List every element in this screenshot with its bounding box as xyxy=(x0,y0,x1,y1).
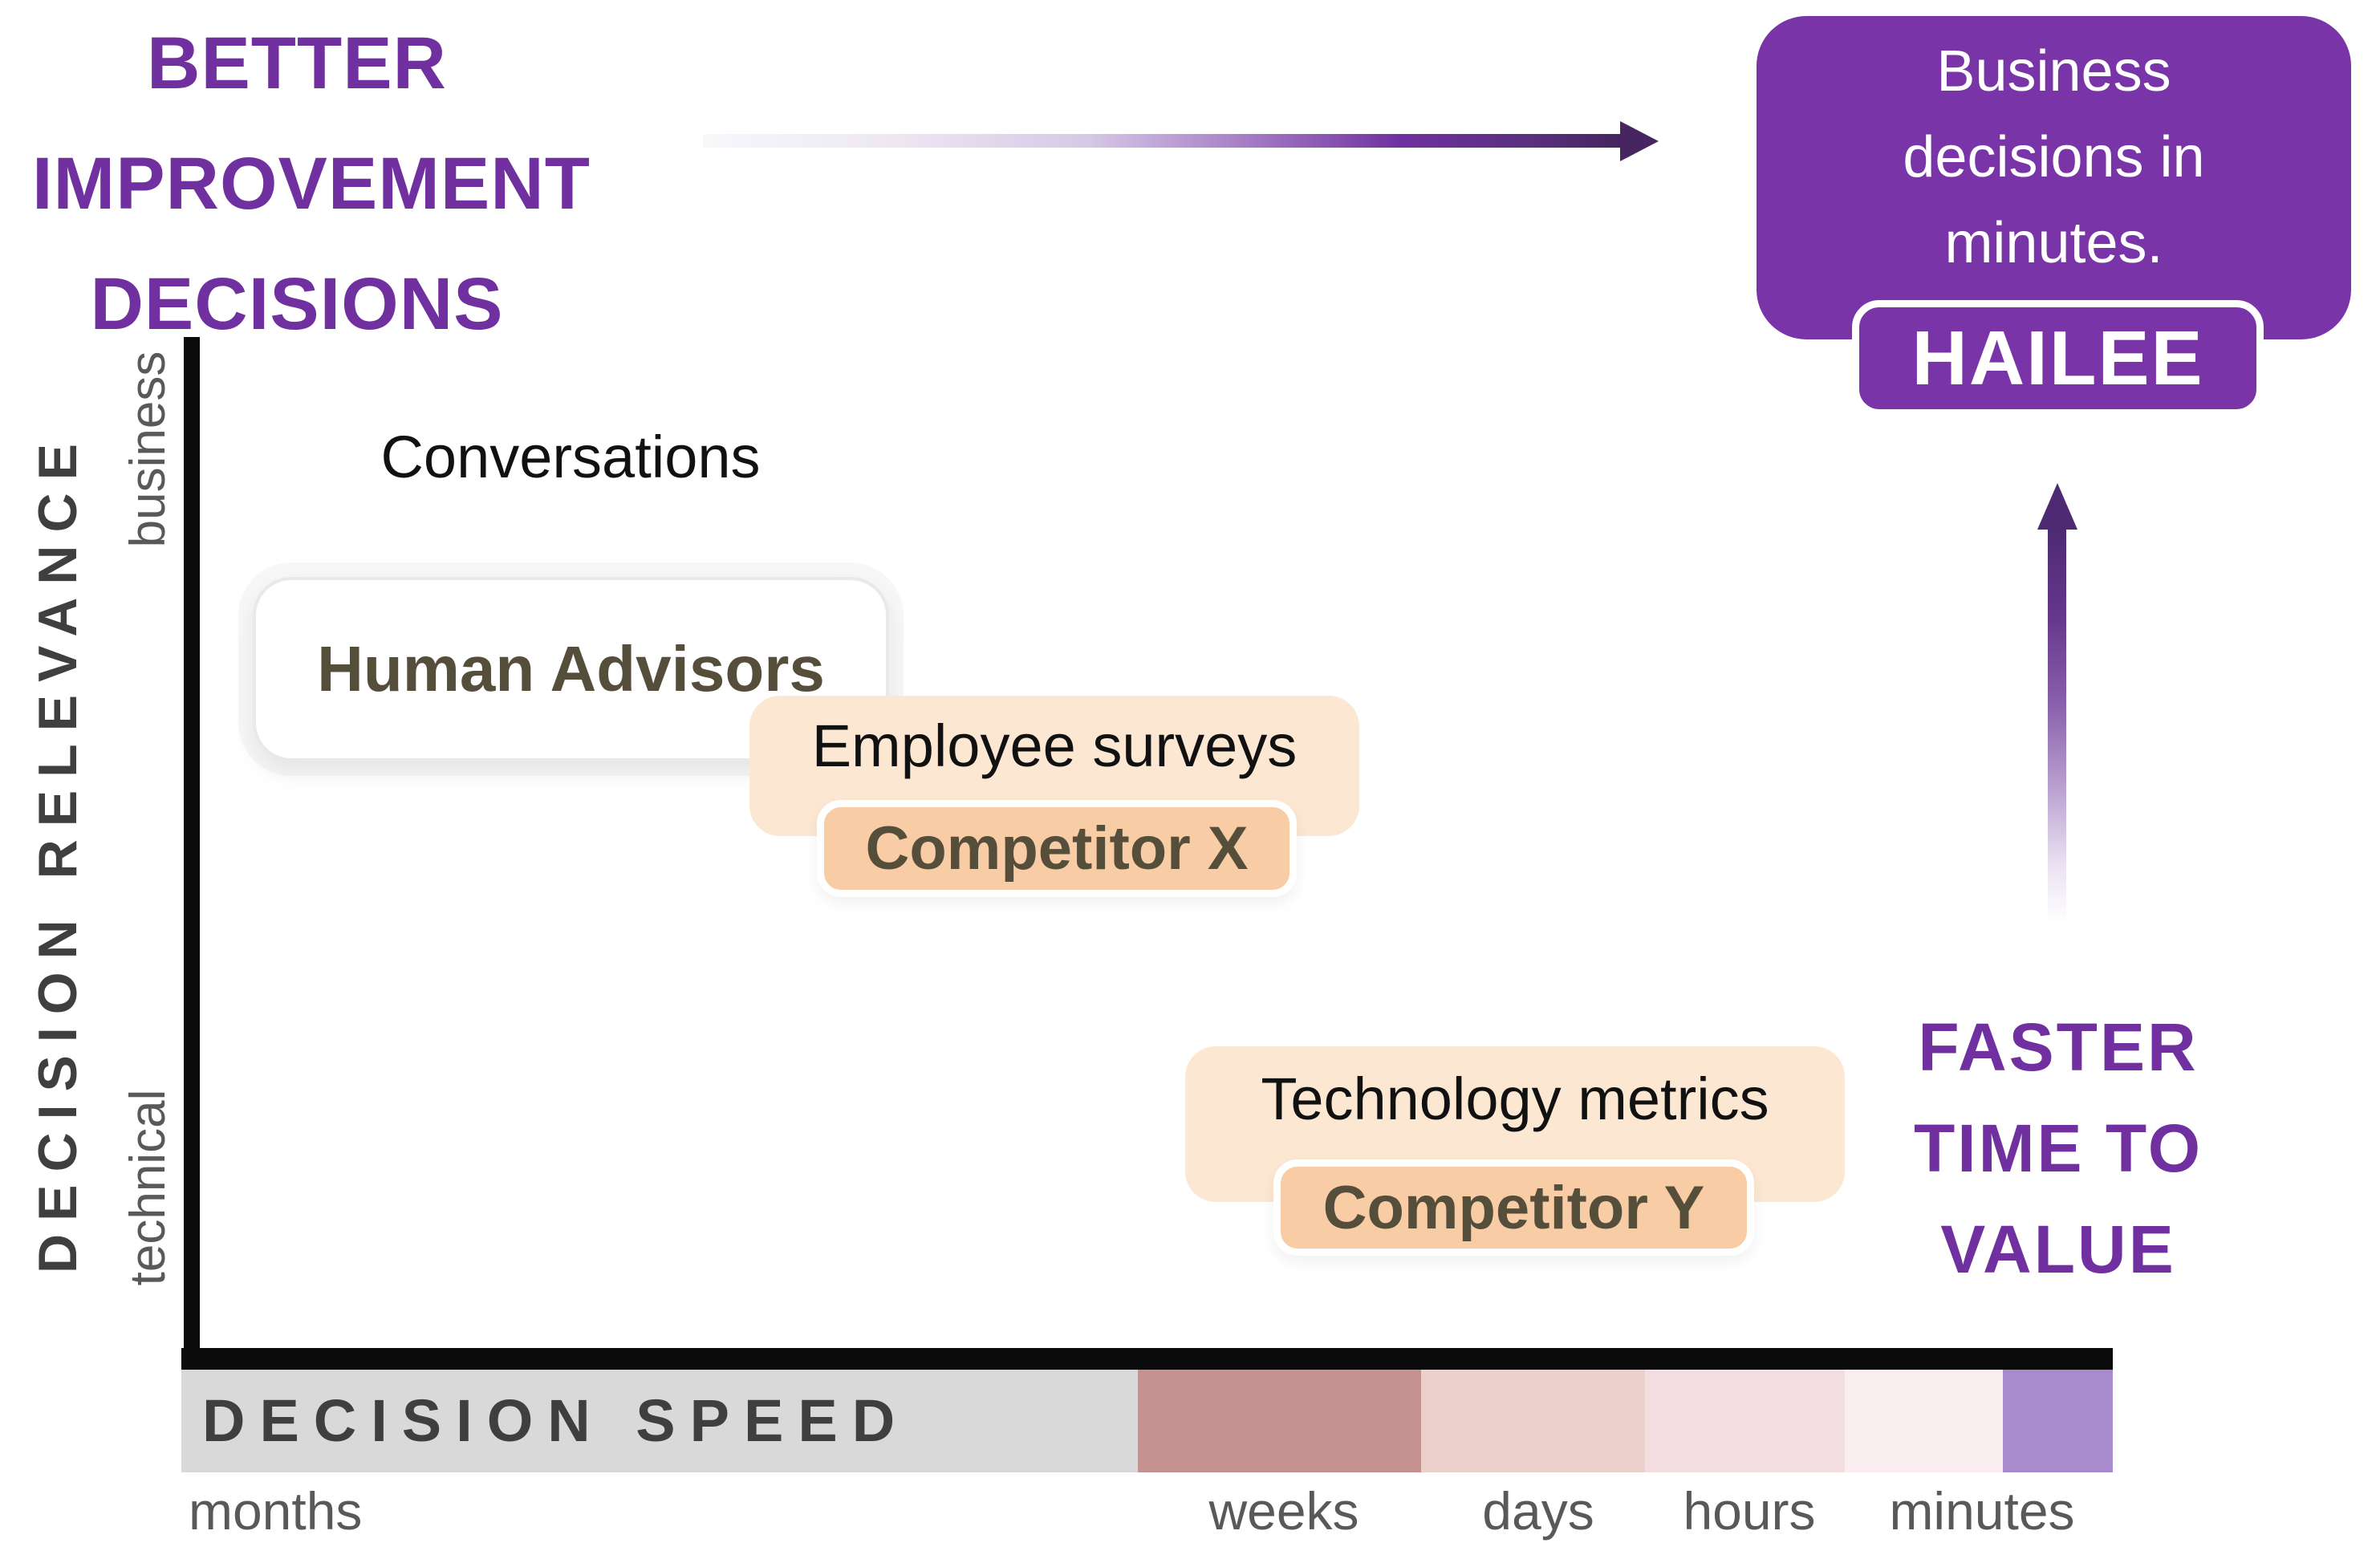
y-axis-title: DECISION RELEVANCE xyxy=(27,431,88,1273)
y-tick-business: business xyxy=(120,351,176,548)
headline-line-2: IMPROVEMENT xyxy=(32,143,591,225)
headline-line-1: BETTER xyxy=(147,22,447,104)
speed-segment-minutes xyxy=(2003,1370,2113,1472)
right-arrow-icon xyxy=(1620,121,1659,161)
x-axis-title: DECISION SPEED xyxy=(202,1387,910,1454)
up-arrow-icon xyxy=(2037,483,2077,530)
competitor-x-chip: Competitor X xyxy=(817,800,1297,897)
speed-segment-months xyxy=(181,1370,1138,1472)
x-tick-weeks: weeks xyxy=(1208,1481,1359,1541)
faster-line-2: TIME TO xyxy=(1913,1111,2203,1186)
hailee-badge: HAILEE xyxy=(1852,300,2264,416)
headline-line-3: DECISIONS xyxy=(90,263,504,345)
x-tick-days: days xyxy=(1482,1481,1594,1541)
speed-segment-weeks xyxy=(1138,1370,1421,1472)
callout-line-1: Business xyxy=(1936,39,2171,104)
faster-line-3: VALUE xyxy=(1940,1212,2176,1287)
x-axis-line xyxy=(181,1348,2113,1370)
callout-line-2: decisions in xyxy=(1903,125,2205,189)
x-tick-hours: hours xyxy=(1683,1481,1816,1541)
y-tick-technical: technical xyxy=(120,1089,176,1286)
competitor-y-chip: Competitor Y xyxy=(1273,1159,1754,1256)
up-gradient-arrow-body xyxy=(2048,528,2066,923)
faster-line-1: FASTER xyxy=(1918,1009,2199,1085)
callout-business-decisions: Business decisions in minutes. xyxy=(1757,16,2351,339)
speed-segment-hours xyxy=(1645,1370,1845,1472)
conversations-label: Conversations xyxy=(380,424,761,490)
x-tick-minutes: minutes xyxy=(1889,1481,2075,1541)
right-gradient-arrow-body xyxy=(703,134,1620,148)
speed-segment-sub-hours xyxy=(1845,1370,2003,1472)
y-axis-line xyxy=(184,337,200,1370)
faster-time-to-value-label: FASTER TIME TO VALUE xyxy=(1862,997,2255,1300)
callout-line-3: minutes. xyxy=(1944,211,2163,275)
x-tick-months: months xyxy=(189,1481,363,1541)
speed-segment-days xyxy=(1421,1370,1645,1472)
headline-better-improvement-decisions: BETTER IMPROVEMENT DECISIONS xyxy=(32,3,591,364)
